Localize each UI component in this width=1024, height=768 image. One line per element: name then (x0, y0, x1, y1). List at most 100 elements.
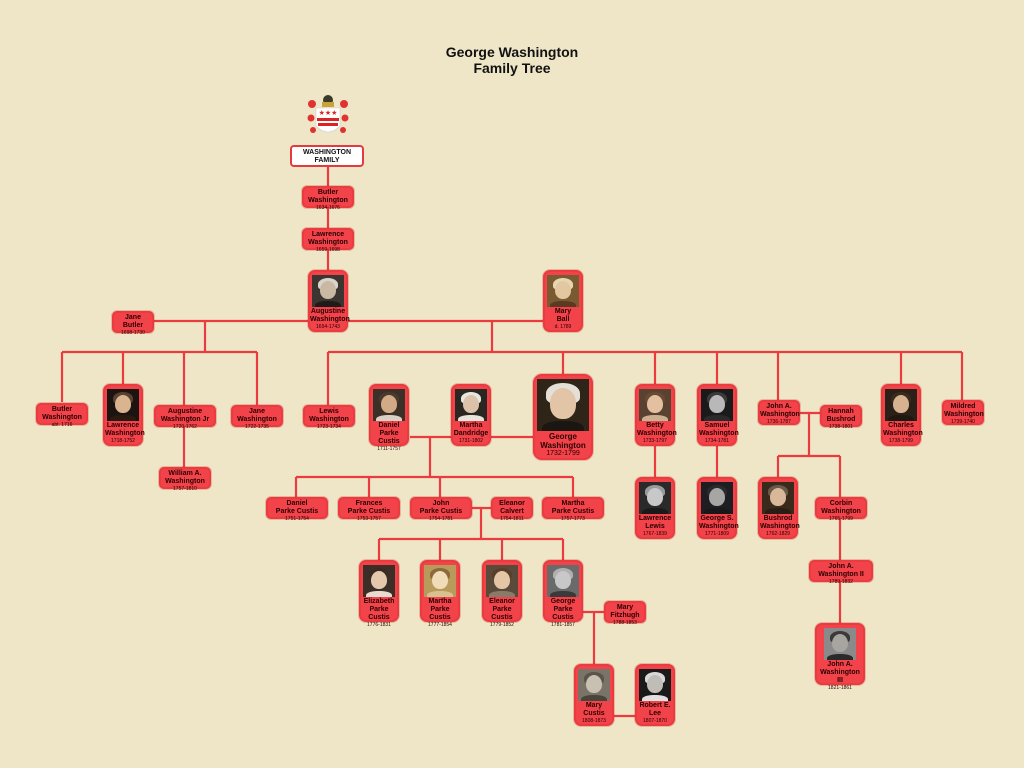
person-name-first: John (432, 500, 450, 507)
portrait-image (486, 565, 518, 597)
person-years: 1720-1762 (173, 424, 197, 430)
portrait-image (547, 275, 579, 307)
person-years: 1698-1730 (121, 330, 145, 336)
portrait-image (639, 482, 671, 514)
person-name-first: Hannah (828, 408, 854, 415)
portrait-image (762, 482, 794, 514)
person-years: 1736-1787 (767, 419, 791, 425)
person-years: 1723-1734 (317, 424, 341, 430)
person-years: 1789-1832 (829, 579, 853, 585)
person-samuel-washington[interactable]: Samuel Washington 1734-1781 (697, 384, 739, 446)
person-name-first: Samuel (704, 422, 730, 429)
person-years: 1776-1831 (367, 622, 391, 628)
person-name-first: Augustine (310, 308, 346, 315)
person-jane-butler[interactable]: Jane Butler 1698-1730 (112, 311, 154, 336)
person-name-last: Washington (308, 197, 348, 204)
person-john-a-washington-ii[interactable]: John A. Washington II 1789-1832 (809, 560, 873, 585)
person-name-last: Washington (699, 523, 739, 530)
person-john-parke-custis[interactable]: John Parke Custis 1754-1781 (410, 497, 472, 522)
person-name-last: Washington (237, 416, 277, 423)
person-eleanor-parke-custis[interactable]: Eleanor Parke Custis 1779-1852 (482, 560, 522, 628)
person-betty-washington[interactable]: Betty Washington 1733-1797 (635, 384, 677, 446)
person-lewis-washington[interactable]: Lewis Washington 1723-1734 (303, 405, 355, 430)
person-name-last: Washington (760, 523, 800, 530)
person-name-first: Robert E. (639, 702, 671, 709)
title-line-1: George Washington (445, 44, 579, 60)
person-eleanor-calvert[interactable]: Eleanor Calvert 1754-1811 (491, 497, 533, 522)
person-mary-custis[interactable]: Mary Custis 1808-1873 (574, 664, 614, 726)
family-label-line-2: FAMILY (314, 157, 340, 164)
person-daniel-parke-custis-jr[interactable]: Daniel Parke Custis 1751-1754 (266, 497, 328, 522)
person-years: 1807-1870 (643, 718, 667, 724)
person-corbin-washington[interactable]: Corbin Washington 1765-1799 (815, 497, 867, 522)
person-years: 1718-1752 (111, 438, 135, 444)
person-name-last: Washington II (818, 571, 864, 578)
portrait-image (107, 389, 139, 421)
person-name-first: George (548, 432, 577, 441)
person-butler-washington-sr[interactable]: Butler Washington 1634-1676 (302, 186, 354, 211)
person-years: 1739-1740 (951, 419, 975, 425)
person-name-last: Parke Custis (429, 606, 451, 621)
person-years: 1754-1781 (429, 516, 453, 522)
person-name-last: Parke Custis (551, 508, 595, 515)
person-name-last: Washington (944, 411, 984, 418)
person-frances-parke-custis[interactable]: Frances Parke Custis 1753-1757 (338, 497, 400, 522)
person-elizabeth-parke-custis[interactable]: Elizabeth Parke Custis 1776-1831 (359, 560, 399, 628)
person-augustine-washington-jr[interactable]: Augustine Washington Jr 1720-1762 (154, 405, 216, 430)
person-name-first: Eleanor (499, 500, 525, 507)
person-years: 1711-1757 (377, 446, 401, 452)
person-name-last: Washington (309, 416, 349, 423)
person-name-first: Lawrence (106, 422, 140, 429)
person-bushrod-washington[interactable]: Bushrod Washington 1762-1829 (758, 477, 800, 539)
person-years: 1808-1873 (582, 718, 606, 724)
person-years: 1771-1809 (705, 531, 729, 537)
person-robert-e-lee[interactable]: Robert E. Lee 1807-1870 (635, 664, 675, 726)
person-butler-washington-jr[interactable]: Butler Washington abt. 1716 (36, 403, 88, 428)
person-lawrence-washington-sr[interactable]: Lawrence Washington 1659-1698 (302, 228, 354, 253)
portrait-image (701, 482, 733, 514)
person-name-first: Charles (888, 422, 914, 429)
person-name-last: Washington (883, 430, 923, 437)
portrait-image (312, 275, 344, 307)
person-george-washington[interactable]: George Washington 1732-1799 (533, 374, 593, 460)
person-hannah-bushrod[interactable]: Hannah Bushrod 1738-1801 (820, 405, 862, 430)
person-years: d. 1789 (554, 324, 572, 330)
person-years: 1751-1754 (285, 516, 309, 522)
family-label-line-1: WASHINGTON (302, 149, 352, 156)
person-years: 1781-1857 (551, 622, 575, 628)
person-martha-parke-custis-ii[interactable]: Martha Parke Custis 1777-1854 (420, 560, 460, 628)
person-years: 1788-1853 (613, 620, 637, 626)
person-name-last: Washington (42, 414, 82, 421)
person-john-a-washington-iii[interactable]: John A. Washington III 1821-1861 (815, 623, 865, 691)
person-william-a-washington[interactable]: William A. Washington 1757-1810 (159, 467, 211, 492)
person-name-last: Washington (165, 478, 205, 485)
person-mary-ball[interactable]: Mary Ball d. 1789 (543, 270, 583, 332)
person-lawrence-washington-jr[interactable]: Lawrence Washington 1718-1752 (103, 384, 145, 446)
person-george-s-washington[interactable]: George S. Washington 1771-1809 (697, 477, 739, 539)
person-name-first: Augustine (167, 408, 203, 415)
person-jane-washington[interactable]: Jane Washington 1722-1735 (231, 405, 283, 430)
person-daniel-parke-custis[interactable]: Daniel Parke Custis 1711-1757 (369, 384, 409, 452)
person-name-first: Eleanor (489, 598, 515, 605)
person-name-first: Daniel (286, 500, 308, 507)
person-name-first: George S. (700, 515, 734, 522)
person-years: 1722-1735 (245, 424, 269, 430)
person-lawrence-lewis[interactable]: Lawrence Lewis 1767-1839 (635, 477, 675, 539)
person-years: 1733-1797 (643, 438, 667, 444)
person-martha-dandridge[interactable]: Martha Dandridge 1731-1802 (451, 384, 491, 446)
person-mary-fitzhugh[interactable]: Mary Fitzhugh 1788-1853 (604, 601, 646, 626)
person-augustine-washington[interactable]: Augustine Washington 1694-1743 (308, 270, 350, 332)
person-name-first: Martha (561, 500, 585, 507)
person-martha-parke-custis[interactable]: Martha Parke Custis 1757-1773 (542, 497, 604, 522)
person-mildred-washington[interactable]: Mildred Washington 1739-1740 (942, 400, 984, 425)
person-years: 1757-1810 (173, 486, 197, 492)
person-years: 1762-1829 (766, 531, 790, 537)
person-charles-washington[interactable]: Charles Washington 1738-1799 (881, 384, 923, 446)
person-name-first: Elizabeth (363, 598, 395, 605)
person-years: 1754-1811 (500, 516, 524, 522)
person-name-last: Parke Custis (275, 508, 319, 515)
person-years: 1732-1799 (546, 450, 580, 457)
person-george-parke-custis[interactable]: George Parke Custis 1781-1857 (543, 560, 583, 628)
person-john-a-washington[interactable]: John A. Washington 1736-1787 (758, 400, 800, 425)
person-name-first: George (550, 598, 576, 605)
